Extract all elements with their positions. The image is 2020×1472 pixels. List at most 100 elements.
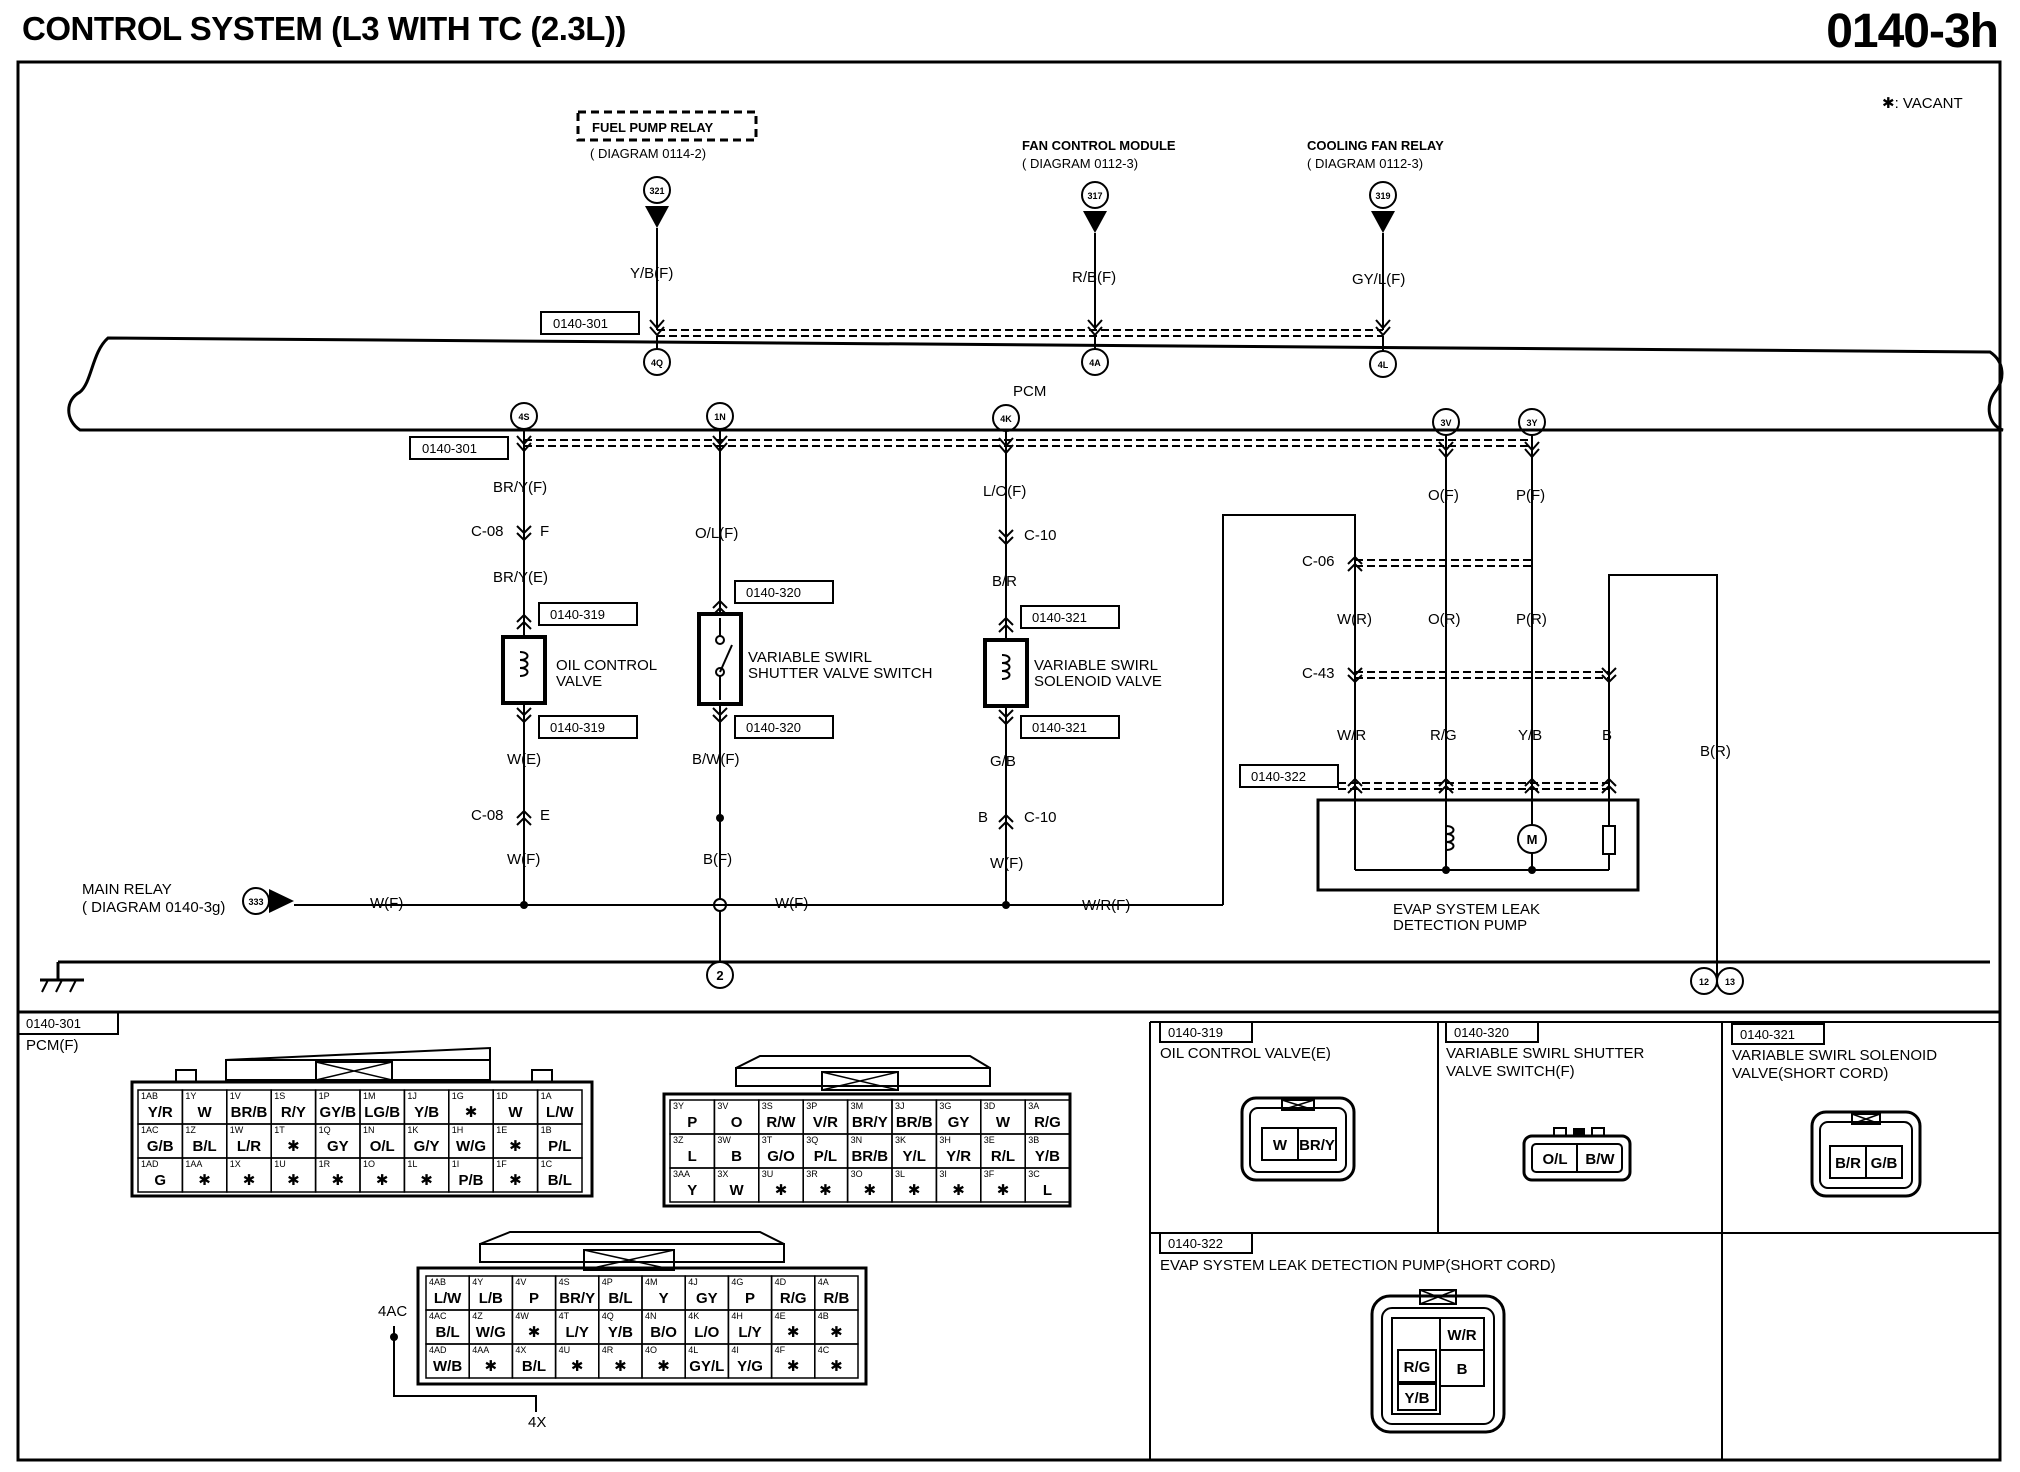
svg-text:4L: 4L [1378,360,1389,370]
wire-gyl-f: GY/L(F) [1352,271,1405,288]
pin-id: 1W [230,1125,244,1135]
svg-text:B: B [1457,1361,1468,1378]
svg-text:G/B: G/B [1871,1155,1898,1172]
connector-ref-mid: 0140-301 [422,441,477,456]
svg-text:EVAP SYSTEM LEAK: EVAP SYSTEM LEAK [1393,901,1540,918]
pin-id: 4L [688,1345,698,1355]
pin-id: 1F [496,1159,507,1169]
svg-text:333: 333 [248,897,263,907]
pin-id: 4D [775,1277,787,1287]
svg-text:B/R: B/R [1835,1155,1861,1172]
pin-wire-color: P/L [814,1148,837,1165]
pin-id: 4K [688,1311,699,1321]
ground-bus: 2 12 13 [40,960,1990,995]
svg-text:B(R): B(R) [1700,743,1731,760]
pin-wire-color: Y/R [946,1148,971,1165]
svg-text:O/L: O/L [1543,1151,1568,1168]
pin-id: 1L [407,1159,417,1169]
pin-id: 3E [984,1135,995,1145]
fan-control-module-ref: ( DIAGRAM 0112-3) [1022,156,1138,171]
pin-id: 3AA [673,1169,690,1179]
pin-wire-color: ✱ [864,1182,877,1199]
evap-circuit: O(F) P(F) C-06 W(R) O(R) P(R) C-43 W/R R… [1222,435,1731,980]
pin-wire-color: L/W [434,1290,462,1307]
pin-id: 1I [452,1159,460,1169]
pin-wire-color: ✱ [819,1182,832,1199]
svg-text:Y/B: Y/B [1404,1390,1429,1407]
svg-text:B/W: B/W [1585,1151,1615,1168]
pin-id: 3T [762,1135,773,1145]
svg-text:G/B: G/B [990,753,1016,770]
svg-text:VARIABLE SWIRL SHUTTER: VARIABLE SWIRL SHUTTER [1446,1045,1645,1062]
fan-control-module: FAN CONTROL MODULE ( DIAGRAM 0112-3) 317… [1022,138,1176,330]
svg-text:0140-320: 0140-320 [1454,1025,1509,1040]
svg-text:OIL CONTROL VALVE(E): OIL CONTROL VALVE(E) [1160,1045,1331,1062]
svg-text:VALVE SWITCH(F): VALVE SWITCH(F) [1446,1063,1575,1080]
svg-text:W/R: W/R [1447,1327,1476,1344]
pin-wire-color: ✱ [287,1138,300,1155]
pin-wire-color: ✱ [997,1182,1010,1199]
pcm-body [67,336,2004,432]
terminal-321: 321 [649,186,664,196]
pin-wire-color: GY/L [689,1358,724,1375]
pin-wire-color: GY [327,1138,349,1155]
svg-text:Y/B: Y/B [1518,727,1542,744]
pin-wire-color: G [154,1172,166,1189]
pin-wire-color: ✱ [787,1358,800,1375]
svg-text:0140-322: 0140-322 [1168,1236,1223,1251]
svg-text:3V: 3V [1440,418,1451,428]
pin-id: 4C [818,1345,830,1355]
page-title: CONTROL SYSTEM (L3 WITH TC (2.3L)) [22,10,626,47]
pin-id: 4N [645,1311,657,1321]
pin-id: 4X [515,1345,526,1355]
ground-12: 12 [1699,977,1709,987]
pin-id: 3Q [806,1135,818,1145]
pin-id: 3N [851,1135,863,1145]
pin-wire-color: ✱ [465,1104,478,1121]
pin-id: 3L [895,1169,905,1179]
pin-wire-color: L/W [546,1104,574,1121]
cooling-fan-relay: COOLING FAN RELAY ( DIAGRAM 0112-3) 319 … [1307,138,1444,330]
svg-text:0140-322: 0140-322 [1251,769,1306,784]
pin-id: 1K [407,1125,418,1135]
pin-wire-color: L [1043,1182,1052,1199]
svg-text:B/W(F): B/W(F) [692,751,739,768]
pin-wire-color: R/G [1034,1114,1061,1131]
pin-id: 3D [984,1101,996,1111]
pin-id: 3P [806,1101,817,1111]
svg-text:( DIAGRAM 0140-3g): ( DIAGRAM 0140-3g) [82,899,225,916]
pin-wire-color: L/Y [566,1324,589,1341]
svg-text:W(F): W(F) [370,895,403,912]
pin-id: 4E [775,1311,786,1321]
pin-id: 3C [1028,1169,1040,1179]
pin-wire-color: ✱ [332,1172,345,1189]
pin-id: 1Y [185,1091,196,1101]
pcm-connector-panel: 0140-301 PCM(F) 1ABY/R1YW1VBR/B1SR/Y1PGY… [17,1011,1072,1431]
svg-text:F: F [540,523,549,540]
oil-control-valve-connector-panel: 0140-319 OIL CONTROL VALVE(E) W BR/Y [1159,1021,1356,1182]
pin-wire-color: ✱ [287,1172,300,1189]
pin-id: 1AC [141,1125,159,1135]
pin-id: 4V [515,1277,526,1287]
fuel-pump-relay-label: FUEL PUMP RELAY [592,120,713,135]
pin-wire-color: BR/B [896,1114,933,1131]
pin-id: 1M [363,1091,376,1101]
pin-wire-color: ✱ [830,1358,843,1375]
pin-wire-color: W/B [433,1358,462,1375]
ground-13: 13 [1725,977,1735,987]
fan-control-module-label: FAN CONTROL MODULE [1022,138,1176,153]
pin-id: 3V [717,1101,728,1111]
svg-text:SOLENOID VALVE: SOLENOID VALVE [1034,673,1162,690]
pin-id: 1A [541,1091,552,1101]
svg-text:4A: 4A [1089,358,1101,368]
svg-text:W(R): W(R) [1337,611,1372,628]
pin-wire-color: W [730,1182,745,1199]
pin-wire-color: Y/B [608,1324,633,1341]
svg-text:VALVE: VALVE [556,673,602,690]
pin-id: 4W [515,1311,529,1321]
svg-text:B: B [1602,727,1612,744]
pin-wire-color: P [687,1114,697,1131]
pin-id: 1AD [141,1159,159,1169]
pin-wire-color: BR/B [851,1148,888,1165]
pin-id: 1E [496,1125,507,1135]
